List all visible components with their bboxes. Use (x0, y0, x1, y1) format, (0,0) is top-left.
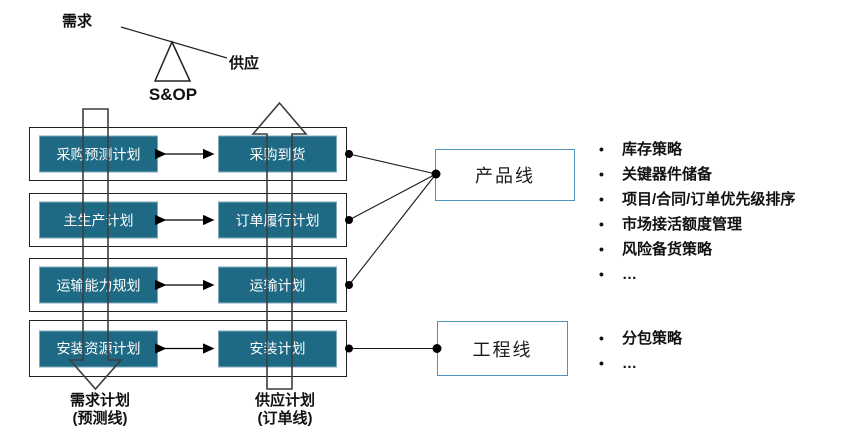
box-procurement-forecast-plan: 采购预测计划 (39, 135, 158, 173)
plan-row-installation: 安装资源计划 安装计划 (29, 320, 347, 377)
list-item: 项目/合同/订单优先级排序 (597, 187, 862, 212)
list-item: 分包策略 (597, 326, 862, 351)
engineering-line-strategy-list: 分包策略 … (597, 326, 862, 376)
supply-label: 供应 (229, 55, 260, 72)
list-item: 风险备货策略 (597, 237, 862, 262)
supply-lane-title: 供应计划 (254, 392, 315, 409)
plan-row-transport: 运输能力规划 运输计划 (29, 258, 347, 312)
group-box-engineering-line: 工程线 (437, 321, 568, 376)
demand-lane-label: 需求计划 (预测线) (40, 392, 160, 428)
sop-label: S&OP (148, 85, 198, 104)
plan-row-procurement: 采购预测计划 采购到货 (29, 127, 347, 181)
demand-lane-title: 需求计划 (69, 392, 130, 409)
supply-lane-subtitle: (订单线) (257, 410, 313, 427)
list-item: 关键器件储备 (597, 162, 862, 187)
box-installation-plan: 安装计划 (218, 330, 337, 367)
connector-dots (345, 150, 442, 353)
supply-lane-label: 供应计划 (订单线) (225, 392, 345, 428)
list-item: 库存策略 (597, 137, 862, 162)
demand-lane-subtitle: (预测线) (72, 410, 128, 427)
box-transport-capacity-plan: 运输能力规划 (39, 266, 158, 304)
seesaw-icon (120, 26, 228, 82)
box-installation-resource-plan: 安装资源计划 (39, 330, 158, 367)
group-box-product-line: 产品线 (435, 149, 575, 201)
list-item: 市场接活额度管理 (597, 212, 862, 237)
box-order-fulfillment-plan: 订单履行计划 (218, 201, 337, 239)
box-master-production-plan: 主生产计划 (39, 201, 158, 239)
list-item: … (597, 262, 862, 287)
plan-row-production: 主生产计划 订单履行计划 (29, 193, 347, 247)
list-item: … (597, 351, 862, 376)
product-line-strategy-list: 库存策略 关键器件储备 项目/合同/订单优先级排序 市场接活额度管理 风险备货策… (597, 137, 862, 287)
box-transport-plan: 运输计划 (218, 266, 337, 304)
demand-label: 需求 (62, 13, 93, 30)
group-connectors (348, 153, 437, 350)
box-procurement-arrival: 采购到货 (218, 135, 337, 173)
